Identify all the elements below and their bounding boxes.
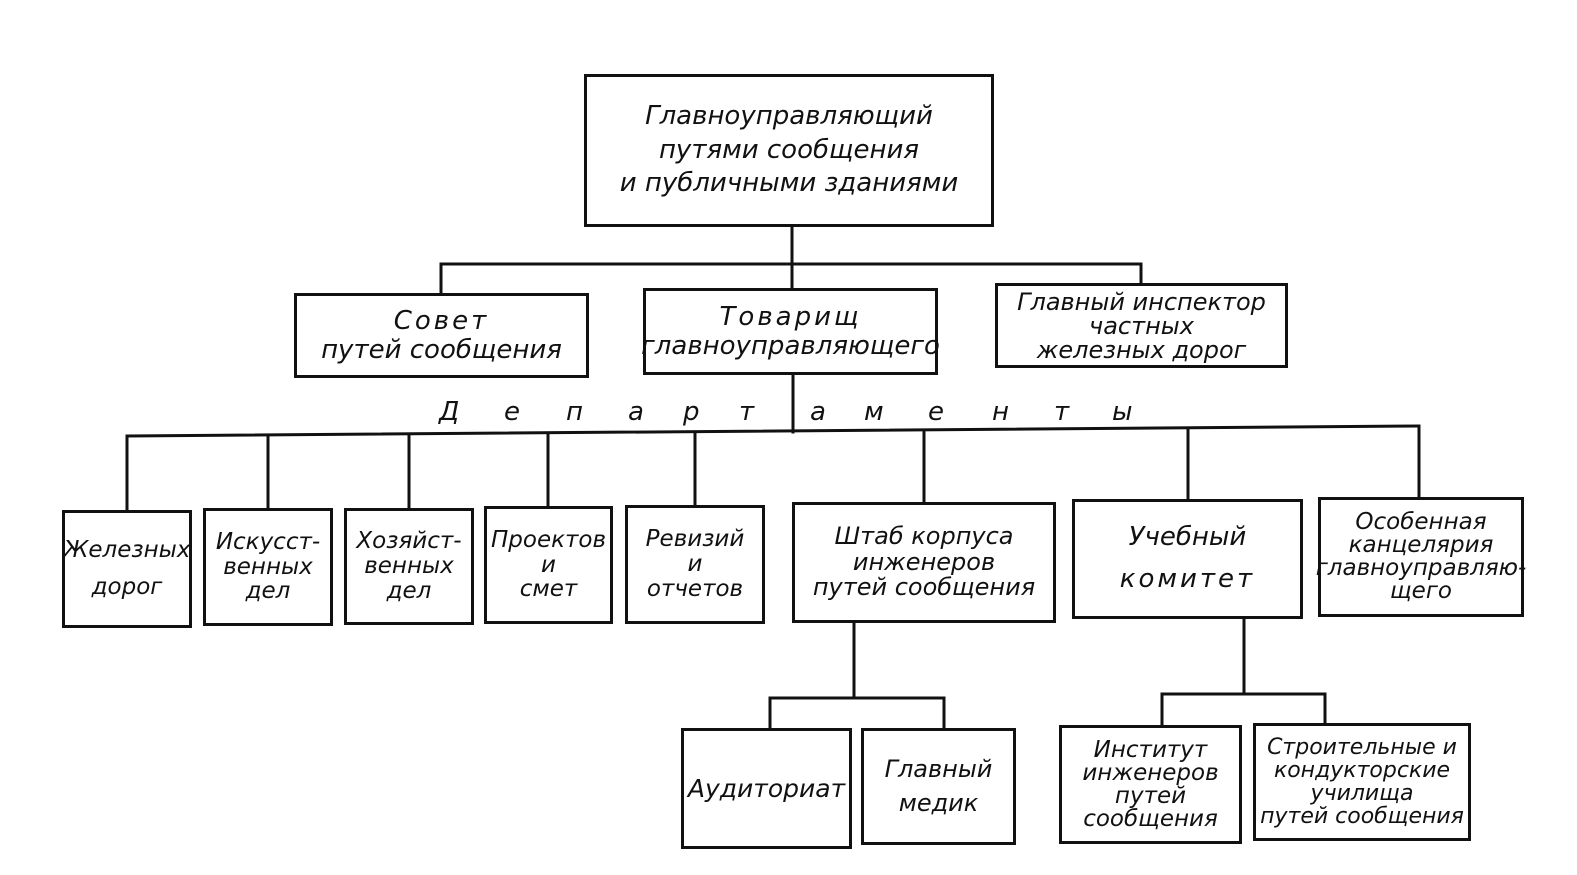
dept-projects-line-3: смет xyxy=(519,576,578,603)
dept-audits-box: Ревизий и отчетов xyxy=(625,505,765,624)
dept-audits-line-3: отчетов xyxy=(646,575,744,602)
dept-artificial-box: Искусст- венных дел xyxy=(203,508,333,626)
dept-committee-line-2: комитет xyxy=(1119,564,1256,594)
deputy-line-2: главноуправляющего xyxy=(641,330,940,361)
head-line-1: Главноуправляющий xyxy=(645,100,933,131)
dept-audits-line-1: Ревизий xyxy=(645,526,745,553)
inspector-line-3: железных дорог xyxy=(1036,335,1247,364)
departments-label-letter-8: м xyxy=(864,397,884,427)
institute-line-3: путей xyxy=(1114,782,1187,809)
dept-chancellery-box: Особенная канцелярия главноуправляю- щег… xyxy=(1315,497,1527,617)
dept-chancellery-line-4: щего xyxy=(1390,578,1452,604)
institute-line-1: Институт xyxy=(1093,736,1208,763)
dept-audits-line-2: и xyxy=(687,551,703,578)
schools-line-1: Строительные и xyxy=(1267,734,1457,760)
dept-chancellery-line-1: Особенная xyxy=(1355,509,1487,535)
chief-medic-box: Главный медик xyxy=(861,728,1016,845)
dept-chancellery-line-3: главноуправляю- xyxy=(1315,555,1527,581)
dept-committee-box: Учебный комитет xyxy=(1072,499,1303,619)
dept-projects-line-2: и xyxy=(541,551,556,578)
dept-staff-box: Штаб корпуса инженеров путей сообщения xyxy=(792,502,1056,623)
departments-label-letter-12: ы xyxy=(1112,397,1133,427)
departments-label-letter-2: е xyxy=(504,397,520,427)
departments-label-letter-7: а xyxy=(810,397,826,427)
chief-medic-line-2: медик xyxy=(898,788,979,817)
chief-medic-line-1: Главный xyxy=(884,754,993,783)
inspector-line-2: частных xyxy=(1089,311,1194,340)
dept-projects-box: Проектов и смет xyxy=(484,506,613,624)
schools-box: Строительные и кондукторские училища пут… xyxy=(1253,723,1471,841)
dept-economic-line-3: дел xyxy=(386,577,432,604)
dept-staff-line-3: путей сообщения xyxy=(812,573,1036,602)
auditoriat-box: Аудиториат xyxy=(681,728,852,849)
dept-railways-box: Железных дорог xyxy=(62,510,192,628)
dept-committee-line-1: Учебный xyxy=(1128,522,1247,553)
connector-departments-bar xyxy=(125,424,1421,438)
departments-label-letter-11: т xyxy=(1054,397,1070,427)
council-line-1: Совет xyxy=(393,306,490,337)
dept-economic-line-1: Хозяйст- xyxy=(356,528,462,555)
dept-economic-box: Хозяйст- венных дел xyxy=(344,508,474,625)
dept-projects-line-1: Проектов xyxy=(490,526,607,553)
dept-railways-line-2: дорог xyxy=(91,574,163,600)
departments-label-letter-4: а xyxy=(628,397,644,427)
schools-line-4: путей сообщения xyxy=(1260,804,1464,830)
schools-line-3: училища xyxy=(1310,781,1414,806)
dept-staff-line-2: инженеров xyxy=(852,547,996,576)
institute-line-4: сообщения xyxy=(1083,805,1218,832)
dept-artificial-line-1: Искусст- xyxy=(215,528,321,555)
head-line-3: и публичными зданиями xyxy=(619,168,959,199)
departments-label-letter-6: т xyxy=(739,397,755,427)
departments-label-letter-10: н xyxy=(992,397,1009,427)
schools-line-2: кондукторские xyxy=(1273,757,1451,783)
dept-artificial-line-3: дел xyxy=(245,578,291,605)
dept-chancellery-line-2: канцелярия xyxy=(1348,532,1494,558)
head-box: Главноуправляющий путями сообщения и пуб… xyxy=(584,74,994,227)
inspector-line-1: Главный инспектор xyxy=(1017,287,1266,316)
departments-label-letter-9: е xyxy=(928,397,944,427)
dept-staff-line-1: Штаб корпуса xyxy=(834,521,1014,550)
dept-economic-line-2: венных xyxy=(364,553,454,580)
auditoriat-line-1: Аудиториат xyxy=(687,774,846,803)
council-box: Совет путей сообщения xyxy=(294,293,589,378)
institute-line-2: инженеров xyxy=(1082,759,1219,786)
departments-label-letter-1: Д xyxy=(439,397,460,427)
inspector-box: Главный инспектор частных железных дорог xyxy=(995,283,1288,368)
head-line-2: путями сообщения xyxy=(658,134,920,165)
deputy-line-1: Товарищ xyxy=(719,302,862,333)
deputy-box: Товарищ главноуправляющего xyxy=(641,288,940,375)
institute-box: Институт инженеров путей сообщения xyxy=(1059,725,1242,844)
dept-railways-line-1: Железных xyxy=(63,537,191,564)
dept-artificial-line-2: венных xyxy=(223,553,313,580)
departments-label-letter-3: п xyxy=(566,397,583,427)
departments-label-letter-5: р xyxy=(683,397,700,427)
council-line-2: путей сообщения xyxy=(321,334,562,365)
